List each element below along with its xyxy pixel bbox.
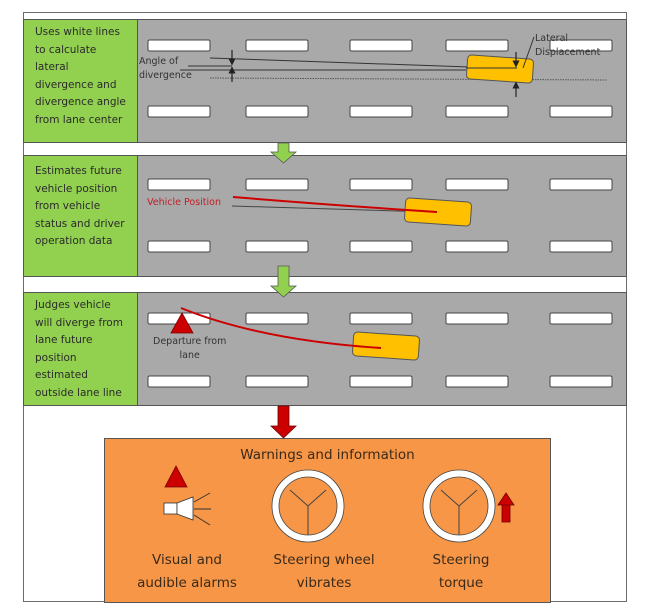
lateral-label-line: Displacement [535, 47, 601, 58]
stage-3-line: will diverge from [35, 316, 123, 329]
angle-label-line: divergence [139, 70, 192, 81]
stage-1-line: lateral [35, 61, 69, 73]
stage-1-line: to calculate [35, 43, 97, 56]
stage-2-description: Estimates future vehicle position from v… [23, 155, 138, 277]
departure-from-lane-label: Departure from lane [153, 335, 226, 363]
stage-3-description: Judges vehicle will diverge from lane fu… [23, 292, 138, 406]
departure-label-line: Departure from [153, 336, 227, 347]
caption-line: Steering [432, 552, 490, 568]
stage-2-line: operation data [35, 235, 113, 247]
caption-line: Steering wheel [273, 552, 375, 568]
caption-steering-torque: Steering torque [391, 549, 531, 595]
stage-3-line: position [35, 351, 77, 364]
stage-1-description: Uses white lines to calculate lateral di… [23, 19, 138, 143]
departure-label-line: lane [179, 350, 200, 361]
stage-3-line: outside lane line [35, 386, 122, 399]
stage-1-line: from lane center [35, 113, 123, 126]
stage-1-line: divergence angle [35, 96, 126, 108]
stage-3-line: Judges vehicle [35, 299, 111, 311]
lateral-label-line: Lateral [535, 33, 569, 44]
angle-of-divergence-label: Angle of divergence [139, 55, 192, 83]
stage-3-line: lane future [35, 334, 93, 346]
caption-line: torque [438, 575, 484, 591]
warnings-panel: Warnings and information Visual and audi… [104, 438, 551, 603]
caption-steering-vibrates: Steering wheel vibrates [254, 549, 394, 595]
caption-line: Visual and [152, 552, 222, 568]
lateral-displacement-label: Lateral Displacement [535, 32, 600, 60]
caption-line: vibrates [296, 575, 352, 591]
stage-2-line: from vehicle [35, 200, 101, 212]
stage-3-line: estimated [35, 369, 88, 381]
stage-2-line: Estimates future [35, 165, 122, 177]
warnings-title: Warnings and information [240, 447, 415, 463]
vehicle-position-label: Vehicle Position [147, 197, 221, 208]
stage-1-line: divergence and [35, 78, 117, 91]
angle-label-line: Angle of [139, 56, 179, 67]
stage-1-line: Uses white lines [35, 26, 120, 38]
stage-2-line: vehicle position [35, 182, 118, 195]
caption-visual-audible: Visual and audible alarms [117, 549, 257, 595]
caption-line: audible alarms [137, 575, 237, 591]
stage-2-line: status and driver [35, 217, 125, 230]
stage-2-road [137, 155, 627, 277]
